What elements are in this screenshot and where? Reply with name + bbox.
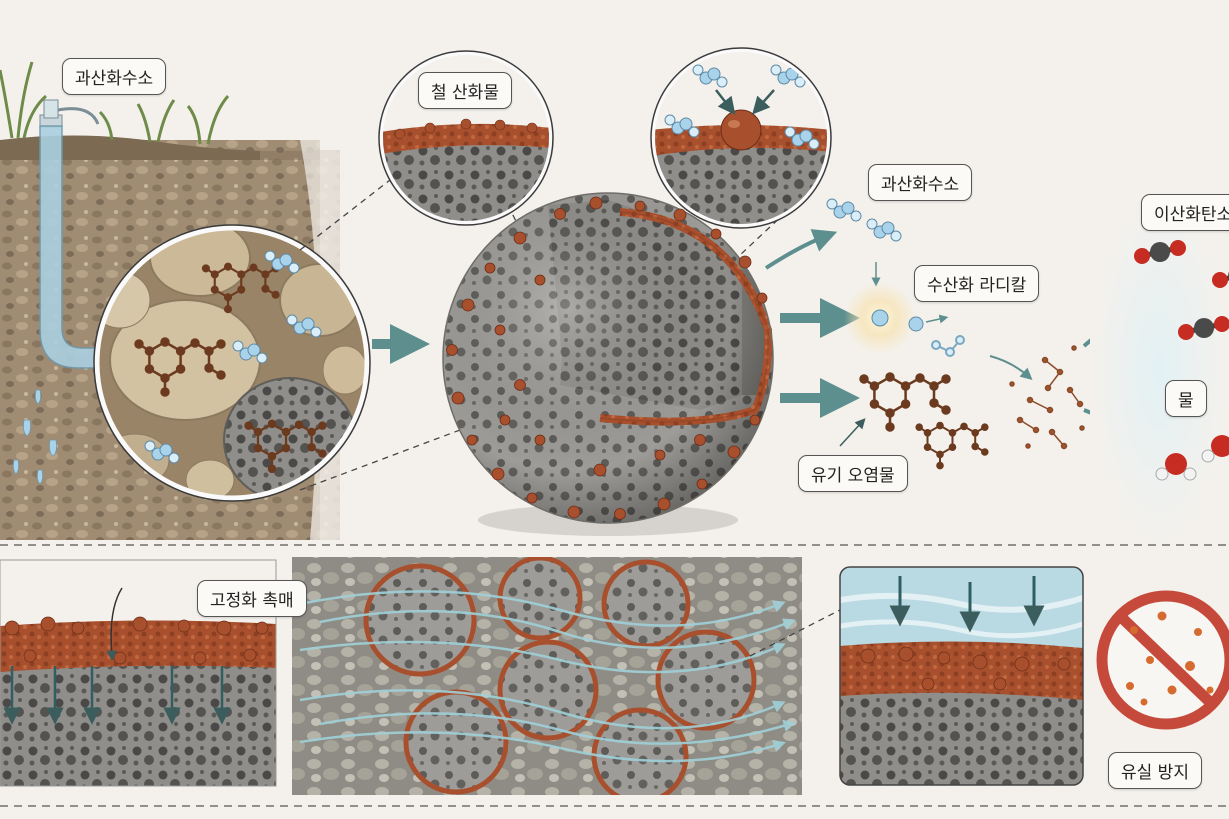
label-peroxide-reactant: 과산화수소 (868, 164, 973, 201)
reaction-site-inset (650, 47, 832, 229)
pollutant-fragments (1009, 345, 1085, 450)
grass-tufts (0, 61, 230, 145)
label-water: 물 (1165, 380, 1207, 417)
reaction-pathway (764, 197, 1144, 470)
water-flow-coating-panel (839, 566, 1084, 786)
label-loss-prevention: 유실 방지 (1108, 752, 1202, 789)
label-carbon-dioxide: 이산화탄소 (1141, 194, 1229, 231)
label-immobilized-catalyst: 고정화 촉매 (197, 580, 307, 617)
no-loss-icon (1096, 590, 1229, 730)
water-drips (12, 389, 57, 485)
products-area (1090, 190, 1229, 550)
packed-bed-flow-panel (292, 557, 841, 795)
label-organic-pollutant: 유기 오염물 (798, 455, 908, 492)
soil-magnified-view (93, 224, 371, 502)
label-peroxide-injection: 과산화수소 (62, 58, 167, 95)
label-hydroxyl-radical: 수산화 라디칼 (914, 265, 1040, 302)
label-iron-oxide: 철 산화물 (418, 72, 512, 109)
catalyst-sphere (442, 192, 774, 536)
